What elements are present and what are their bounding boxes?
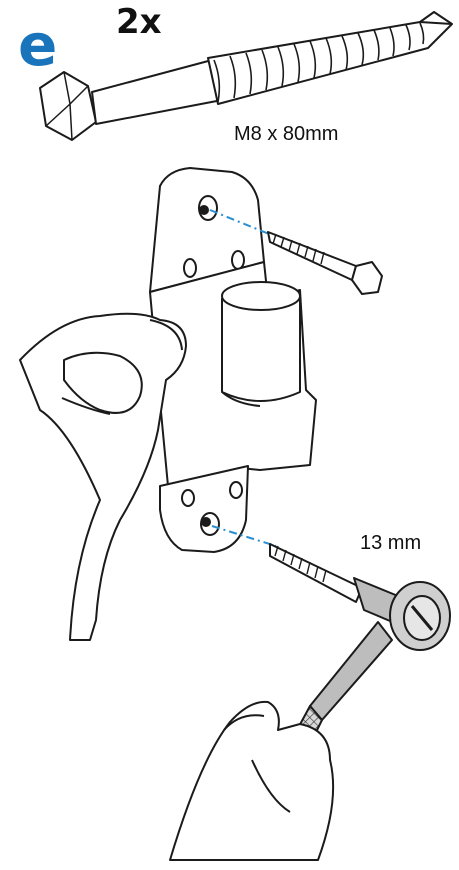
hand-icon xyxy=(20,314,186,640)
small-screw-lower xyxy=(270,544,362,602)
hand-icon xyxy=(170,702,333,860)
lag-screw-icon xyxy=(40,12,452,140)
